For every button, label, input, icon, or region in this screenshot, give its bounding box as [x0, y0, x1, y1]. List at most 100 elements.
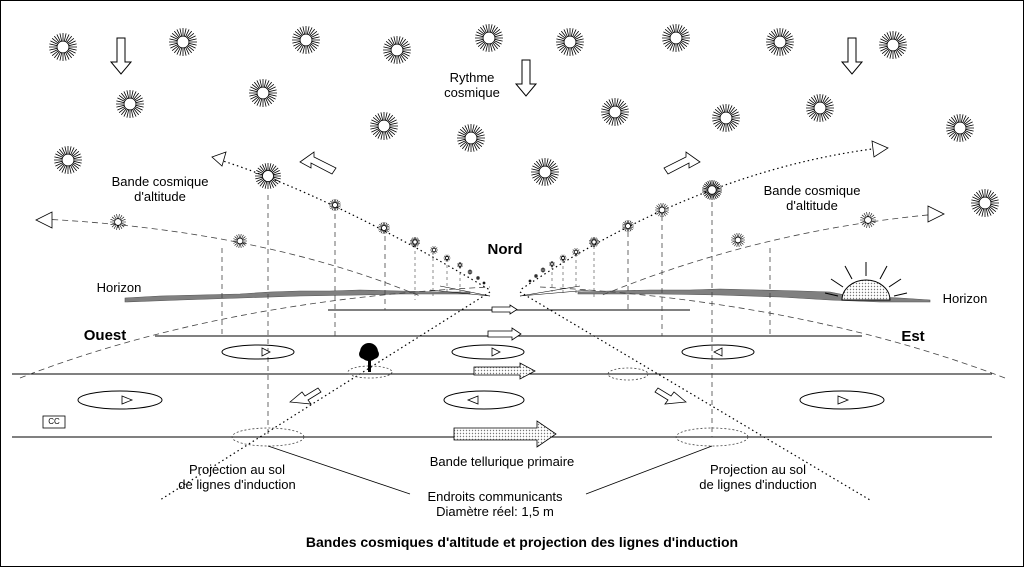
- sun-icon: [655, 203, 669, 217]
- sun-icon: [329, 199, 341, 211]
- sun-icon: [475, 24, 503, 52]
- flow-arrow-icon: [473, 362, 536, 380]
- label-cc: CC: [48, 417, 60, 426]
- sun-icon: [482, 281, 486, 285]
- label-bande-tellurique: Bande tellurique primaire: [429, 454, 575, 469]
- sun-icon: [457, 124, 485, 152]
- small-projection-lines: [414, 245, 595, 300]
- flow-arrow-icon: [654, 387, 687, 405]
- flow-arrow-icon: [289, 387, 322, 405]
- sun-icon: [712, 104, 740, 132]
- arc-right-ground: [539, 286, 1006, 379]
- sun-icon: [54, 146, 82, 174]
- tree-icon: [359, 343, 379, 372]
- sun-icon: [457, 262, 463, 268]
- sun-icon: [169, 28, 197, 56]
- sun-icon: [430, 246, 438, 254]
- sun-icon: [110, 214, 126, 230]
- flow-arrow-icon: [299, 151, 337, 175]
- cosmic-band-dotted-lines: [159, 147, 881, 501]
- horizon-arcs: [19, 213, 1006, 379]
- sun-icon: [946, 114, 974, 142]
- place-ellipse-right: [675, 427, 749, 447]
- down-arrows: [109, 37, 864, 97]
- sun-icon: [549, 261, 555, 267]
- sun-icon: [531, 158, 559, 186]
- horizon-terrain-left: [124, 289, 471, 303]
- sun-icon: [378, 222, 390, 234]
- sun-icon: [443, 254, 451, 262]
- label-horizon-left: Horizon: [96, 280, 142, 295]
- rotation-ellipses: [77, 344, 885, 410]
- sun-icon: [589, 237, 599, 247]
- arc-right-low: [599, 213, 939, 297]
- rotation-ellipse-icon: [443, 390, 525, 410]
- arc-arrowhead-right: [927, 205, 945, 223]
- label-horizon-right: Horizon: [942, 291, 988, 306]
- sun-icon: [971, 189, 999, 217]
- label-projection-right: Projection au sol de lignes d'induction: [699, 462, 817, 492]
- sun-icon: [860, 212, 876, 228]
- label-projection-left: Projection au sol de lignes d'induction: [178, 462, 296, 492]
- diag-left: [159, 291, 491, 501]
- flow-arrow-icon: [453, 420, 557, 448]
- vertical-projection-lines: [117, 193, 771, 437]
- band-line-right: [519, 147, 881, 291]
- rising-sun-icon: [824, 262, 908, 301]
- diag-right: [519, 291, 871, 501]
- sun-icon: [662, 24, 690, 52]
- sun-icon: [702, 180, 722, 200]
- communicating-places: [231, 365, 749, 447]
- rotation-ellipse-icon: [681, 344, 755, 360]
- sun-icon: [731, 233, 745, 247]
- label-rythme-cosmique: Rythme cosmique: [444, 70, 500, 100]
- sun-icon: [476, 276, 480, 280]
- sun-icon: [116, 90, 144, 118]
- sun-icon: [572, 248, 580, 256]
- cc-box: [42, 415, 66, 429]
- sun-icon: [383, 36, 411, 64]
- place-ellipse-mid: [607, 367, 649, 381]
- flow-arrow-icon: [491, 304, 518, 315]
- place-ellipse-tree: [347, 365, 393, 379]
- sun-icon: [622, 220, 634, 232]
- band-line-left: [219, 159, 491, 291]
- label-est: Est: [901, 328, 925, 345]
- rotation-ellipse-icon: [77, 390, 163, 410]
- sun-icon: [249, 79, 277, 107]
- sun-icon: [49, 33, 77, 61]
- sun-icon: [233, 234, 247, 248]
- place-ellipse-left: [231, 427, 305, 447]
- sun-icon: [806, 94, 834, 122]
- label-ouest: Ouest: [83, 327, 127, 344]
- label-bande-cosmique-left: Bande cosmique d'altitude: [111, 174, 209, 204]
- sun-icon: [410, 237, 420, 247]
- band-arrowhead-left: [211, 151, 227, 167]
- sun-icon: [528, 279, 532, 283]
- sun-icon: [292, 26, 320, 54]
- label-nord: Nord: [487, 241, 523, 258]
- sun-icon: [879, 31, 907, 59]
- suns-group: [49, 24, 999, 285]
- flow-arrows: [289, 151, 701, 448]
- sun-icon: [556, 28, 584, 56]
- flow-arrow-icon: [663, 151, 701, 175]
- flow-arrow-icon: [487, 327, 522, 341]
- label-endroits-communicants: Endroits communicants Diamètre réel: 1,5…: [427, 489, 563, 519]
- arc-left-low: [41, 218, 421, 297]
- sun-icon: [255, 163, 281, 189]
- sun-icon: [370, 112, 398, 140]
- sun-icon: [467, 269, 473, 275]
- sun-icon: [559, 254, 567, 262]
- down-arrow-icon: [109, 37, 133, 75]
- caption: Bandes cosmiques d'altitude et projectio…: [305, 534, 739, 550]
- arc-arrowhead-left: [35, 211, 53, 229]
- sun-icon: [540, 267, 546, 273]
- sun-icon: [766, 28, 794, 56]
- rotation-ellipse-icon: [221, 344, 295, 360]
- rotation-ellipse-icon: [799, 390, 885, 410]
- rotation-ellipse-icon: [451, 344, 525, 360]
- sun-icon: [534, 274, 538, 278]
- label-bande-cosmique-right: Bande cosmique d'altitude: [763, 183, 861, 213]
